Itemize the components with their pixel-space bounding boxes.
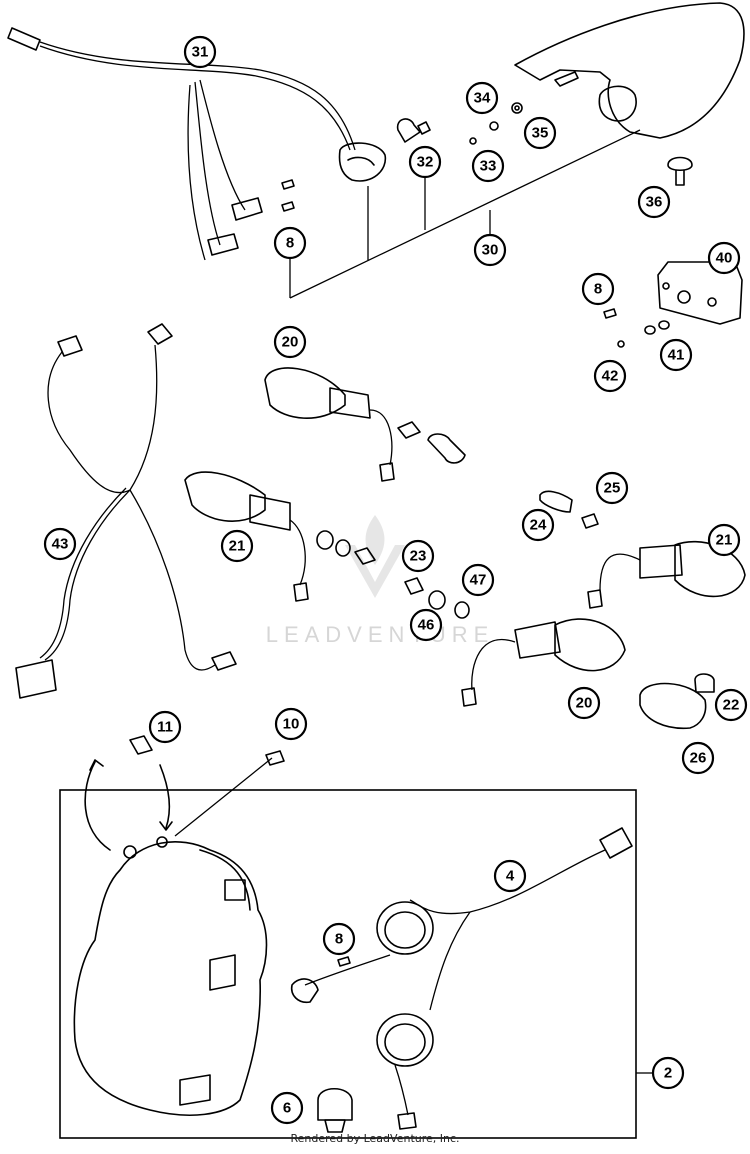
headlight-bulb-6 (317, 1087, 353, 1133)
rear-fender (514, 2, 745, 139)
svg-text:33: 33 (480, 158, 497, 175)
callout-20-upper: 20 (273, 325, 307, 359)
svg-text:6: 6 (283, 1100, 291, 1117)
svg-text:40: 40 (716, 250, 733, 267)
callout-33: 33 (471, 149, 505, 183)
callout-46: 46 (409, 608, 443, 642)
callout-47: 47 (461, 563, 495, 597)
taillight-socket (338, 142, 387, 182)
callout-32: 32 (408, 145, 442, 179)
svg-text:36: 36 (646, 194, 663, 211)
plate-light-hardware (603, 308, 670, 348)
svg-text:21: 21 (229, 538, 246, 555)
callout-8-bottom: 8 (322, 922, 356, 956)
callout-40: 40 (707, 241, 741, 275)
callout-10: 10 (274, 707, 308, 741)
screw-10-clip-11 (84, 735, 285, 851)
callout-23: 23 (401, 539, 435, 573)
callout-2: 2 (651, 1056, 685, 1090)
headlight-harness-4 (290, 827, 633, 1130)
turn-signal-21-right (587, 540, 746, 609)
svg-text:46: 46 (418, 617, 435, 634)
svg-text:20: 20 (282, 334, 299, 351)
svg-text:30: 30 (482, 242, 499, 259)
turn-signal-20-lower (461, 618, 626, 707)
svg-text:42: 42 (602, 368, 619, 385)
headlight-housing (73, 836, 268, 1116)
svg-text:35: 35 (532, 125, 549, 142)
taillight-bulb-32 (396, 118, 431, 143)
callout-35: 35 (523, 116, 557, 150)
callout-43: 43 (43, 527, 77, 561)
svg-text:41: 41 (668, 347, 685, 364)
turn-signal-21-left (184, 471, 309, 602)
license-plate-light-40 (657, 261, 743, 325)
svg-text:24: 24 (530, 517, 547, 534)
svg-text:4: 4 (506, 868, 515, 885)
turn-signal-20-upper (264, 367, 466, 482)
svg-text:11: 11 (157, 719, 173, 736)
callout-36: 36 (637, 185, 671, 219)
svg-text:21: 21 (716, 532, 733, 549)
headlight-assembly-box (59, 789, 637, 1139)
callout-26: 26 (681, 741, 715, 775)
svg-text:22: 22 (723, 697, 740, 714)
callout-34: 34 (465, 81, 499, 115)
svg-text:34: 34 (474, 90, 491, 107)
footer-credit: Rendered by LeadVenture, Inc. (290, 1132, 460, 1145)
callout-8-top: 8 (273, 226, 307, 260)
rubber-buffer-36 (667, 156, 693, 186)
watermark-text: LEADVENTURE (265, 622, 495, 647)
leader-lines-top (289, 129, 641, 299)
callout-25: 25 (595, 471, 629, 505)
svg-text:8: 8 (286, 235, 294, 252)
callout-30: 30 (473, 233, 507, 267)
signal-nuts-washers (316, 530, 470, 619)
fender-screws (469, 102, 523, 145)
callout-22: 22 (714, 688, 748, 722)
lens-26-bulb-22 (639, 673, 715, 730)
svg-text:23: 23 (410, 548, 427, 565)
callout-4: 4 (493, 859, 527, 893)
svg-text:26: 26 (690, 750, 707, 767)
callout-24: 24 (521, 508, 555, 542)
svg-text:20: 20 (576, 695, 593, 712)
callout-6: 6 (270, 1091, 304, 1125)
callout-41: 41 (659, 338, 693, 372)
turn-signal-harness-43 (15, 323, 237, 699)
svg-text:32: 32 (417, 154, 434, 171)
svg-text:10: 10 (283, 716, 300, 733)
svg-text:2: 2 (664, 1065, 672, 1082)
callout-31: 31 (183, 35, 217, 69)
spacer-24-25 (539, 490, 599, 529)
svg-text:25: 25 (604, 480, 621, 497)
callout-42: 42 (593, 359, 627, 393)
callout-21-right: 21 (707, 523, 741, 557)
svg-text:43: 43 (52, 536, 69, 553)
svg-text:8: 8 (594, 281, 602, 298)
svg-text:31: 31 (192, 44, 209, 61)
rear-wiring-harness (7, 27, 356, 261)
svg-text:8: 8 (335, 931, 343, 948)
svg-text:47: 47 (470, 572, 487, 589)
callout-20-lower: 20 (567, 686, 601, 720)
callout-21-left: 21 (220, 529, 254, 563)
rear-bulbs (207, 179, 295, 256)
callout-8-right: 8 (581, 272, 615, 306)
callout-11: 11 (148, 710, 182, 744)
